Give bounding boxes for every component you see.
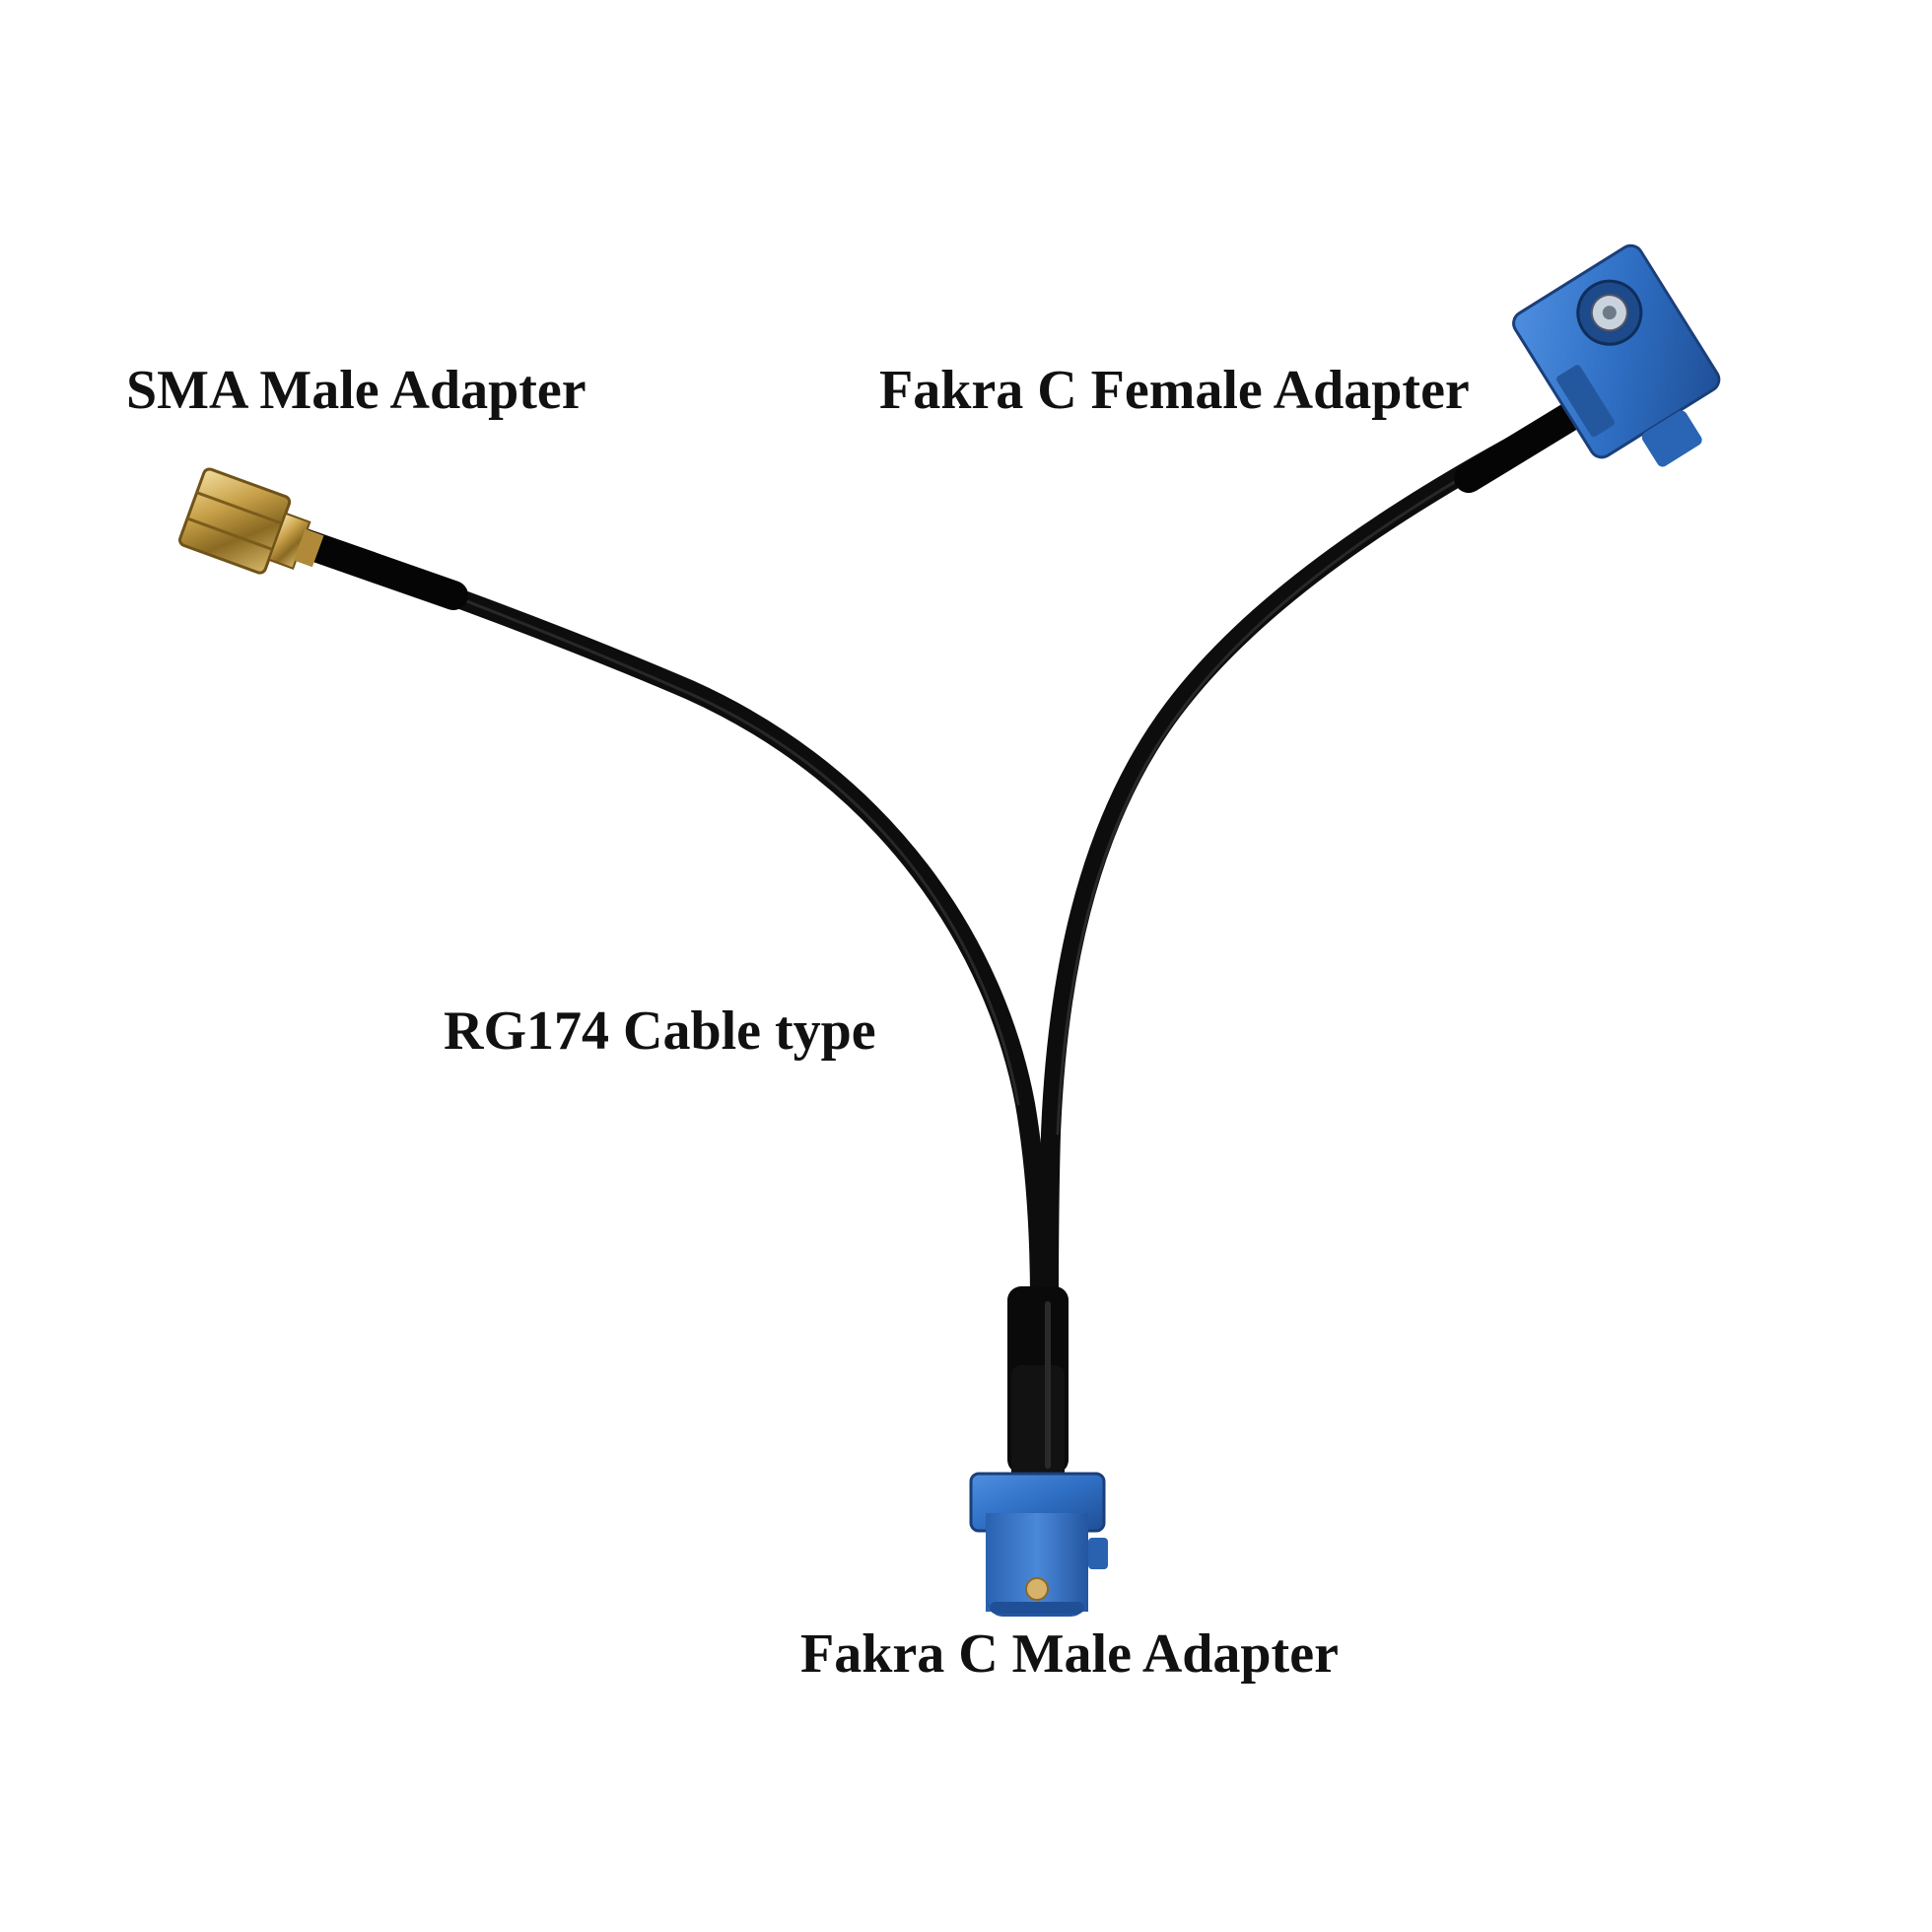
fakra-c-female-adapter-label: Fakra C Female Adapter: [879, 360, 1470, 421]
fakra-female-strain-relief: [1454, 397, 1592, 493]
fakra-male-connector: [969, 1472, 1108, 1617]
fakra-female-tail: [1641, 410, 1702, 467]
junction-sleeve-lower: [1011, 1365, 1065, 1484]
fakra-male-latch: [1088, 1538, 1108, 1569]
sma-male-connector: [178, 467, 324, 575]
cable-right-highlight: [1056, 420, 1564, 1136]
fakra-female-housing: [1512, 243, 1721, 459]
fakra-female-key: [1556, 365, 1615, 438]
fakra-c-male-adapter-label: Fakra C Male Adapter: [800, 1623, 1339, 1685]
fakra-male-pin: [1025, 1577, 1049, 1601]
fakra-female-connector: [1512, 243, 1721, 467]
cable-right-branch: [1039, 404, 1582, 1311]
sma-strain-relief: [281, 525, 468, 610]
rg174-cable-type-label: RG174 Cable type: [444, 1000, 876, 1062]
junction-sleeve-shine: [1045, 1301, 1051, 1469]
sma-male-adapter-label: SMA Male Adapter: [126, 360, 586, 421]
cable-left-branch: [286, 530, 1050, 1311]
sma-crimp-ferrule: [294, 528, 324, 568]
